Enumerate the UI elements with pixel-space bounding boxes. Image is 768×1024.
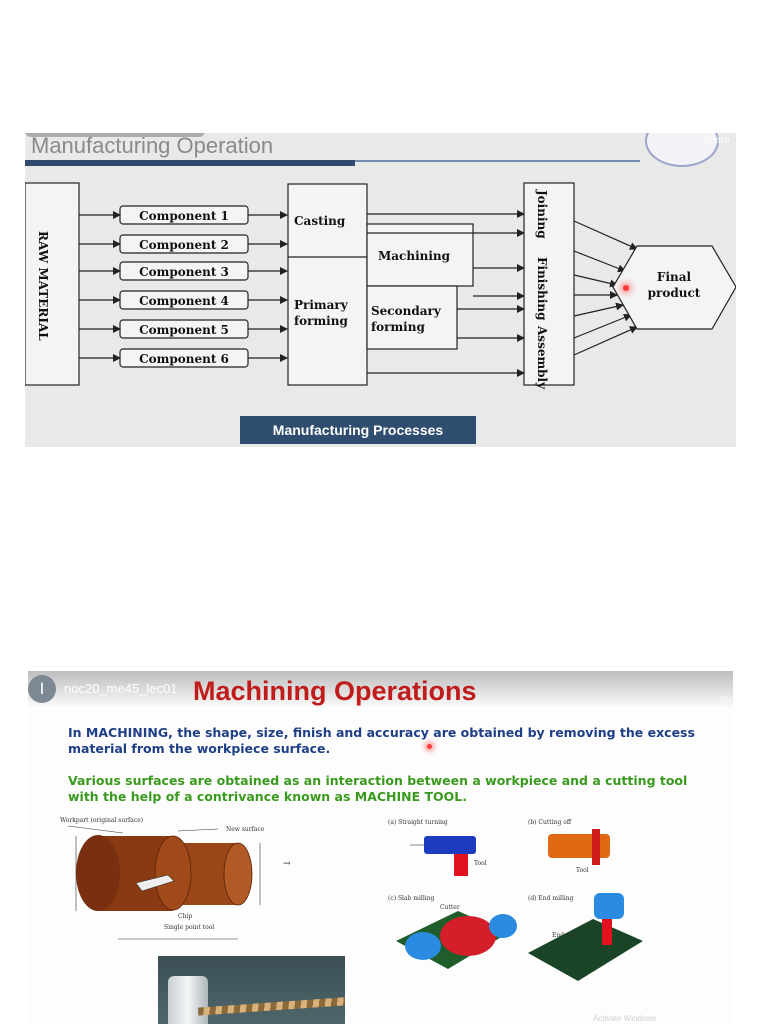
chip-label: Chip bbox=[178, 913, 193, 920]
video-header-overlay bbox=[25, 133, 205, 137]
machining-figures: → bbox=[67, 825, 643, 981]
component-3-label: Component 3 bbox=[139, 265, 229, 279]
secondary-forming-line1: Secondary bbox=[371, 304, 442, 318]
end-milling-figure bbox=[528, 893, 643, 981]
title-underline-thin bbox=[355, 160, 640, 162]
joining-label: Joining bbox=[535, 189, 549, 239]
slide-title: Machining Operations bbox=[193, 676, 477, 706]
straight-turning-figure bbox=[410, 836, 476, 876]
drill-chuck bbox=[168, 976, 208, 1024]
drill-bit bbox=[197, 996, 345, 1016]
slide-title: Manufacturing Operation bbox=[31, 133, 274, 158]
final-product-line1: Final bbox=[657, 270, 692, 284]
slide-manufacturing-operation: Manufacturing Operation Share bbox=[25, 133, 736, 447]
laser-pointer bbox=[427, 744, 432, 749]
new-surface-label: New surface bbox=[226, 826, 265, 833]
video-header-overlay bbox=[28, 671, 733, 707]
secondary-forming-box bbox=[366, 285, 458, 350]
casting-forming-box bbox=[287, 183, 368, 386]
svg-text:→: → bbox=[283, 859, 291, 869]
component-5-label: Component 5 bbox=[139, 323, 229, 337]
windows-watermark: Activate Windows bbox=[593, 1014, 657, 1023]
primary-forming-line1: Primary bbox=[294, 298, 349, 312]
channel-avatar[interactable]: I bbox=[28, 675, 56, 703]
component-2-label: Component 2 bbox=[139, 238, 229, 252]
secondary-forming-line2: forming bbox=[371, 320, 425, 334]
finishing-label: Finishing bbox=[535, 257, 549, 321]
share-button[interactable]: Sh bbox=[720, 695, 732, 705]
slab-milling-label: (c) Slab milling bbox=[388, 895, 435, 902]
machining-definition-text: In MACHINING, the shape, size, finish an… bbox=[68, 725, 695, 756]
end-milling-label: (d) End milling bbox=[528, 895, 574, 902]
title-underline bbox=[25, 160, 355, 166]
joining-finishing-assembly-box bbox=[523, 182, 575, 386]
cutting-off-label: (b) Cutting off bbox=[528, 819, 572, 826]
machining-label: Machining bbox=[378, 249, 451, 263]
video-title[interactable]: noc20_me45_lec01 bbox=[64, 681, 178, 696]
cutter-label: Cutter bbox=[440, 904, 460, 911]
manufacturing-flow-diagram: RAW MATERIAL Component 1 Component 2 Com… bbox=[25, 182, 736, 390]
raw-material-label: RAW MATERIAL bbox=[36, 231, 50, 341]
component-1-label: Component 1 bbox=[139, 209, 229, 223]
turning-workpiece-figure: → bbox=[67, 825, 291, 940]
drilling-photo bbox=[158, 956, 345, 1024]
manufacturing-processes-badge: Manufacturing Processes bbox=[240, 416, 476, 444]
final-product-line2: product bbox=[648, 286, 701, 300]
primary-forming-line2: forming bbox=[294, 314, 348, 328]
assembly-label: Assembly bbox=[535, 325, 549, 390]
slide-machining-operations: I noc20_me45_lec01 Machining Operations … bbox=[28, 671, 733, 1024]
workpart-label: Workpart (original surface) bbox=[60, 817, 144, 824]
tool-label-a: Tool bbox=[474, 860, 487, 867]
machining-box bbox=[366, 223, 474, 287]
raw-material-box bbox=[25, 182, 80, 386]
casting-label: Casting bbox=[294, 214, 346, 228]
machine-tool-text: Various surfaces are obtained as an inte… bbox=[68, 773, 688, 804]
end-mill-label: End mill bbox=[552, 932, 578, 939]
slab-milling-figure bbox=[396, 911, 517, 969]
secondary-forming-label: Secondary forming bbox=[371, 304, 442, 334]
straight-turning-label: (a) Straight turning bbox=[388, 819, 448, 826]
single-point-tool-label: Single point tool bbox=[164, 924, 215, 931]
final-product-label: Final product bbox=[648, 270, 701, 300]
share-button[interactable]: Share bbox=[703, 135, 730, 146]
component-6-label: Component 6 bbox=[139, 352, 229, 366]
final-product-hexagon bbox=[612, 245, 736, 330]
primary-forming-label: Primary forming bbox=[294, 298, 349, 328]
cutting-off-figure bbox=[548, 829, 610, 865]
tool-label-b: Tool bbox=[576, 867, 589, 874]
component-4-label: Component 4 bbox=[139, 294, 229, 308]
laser-pointer bbox=[623, 285, 629, 291]
